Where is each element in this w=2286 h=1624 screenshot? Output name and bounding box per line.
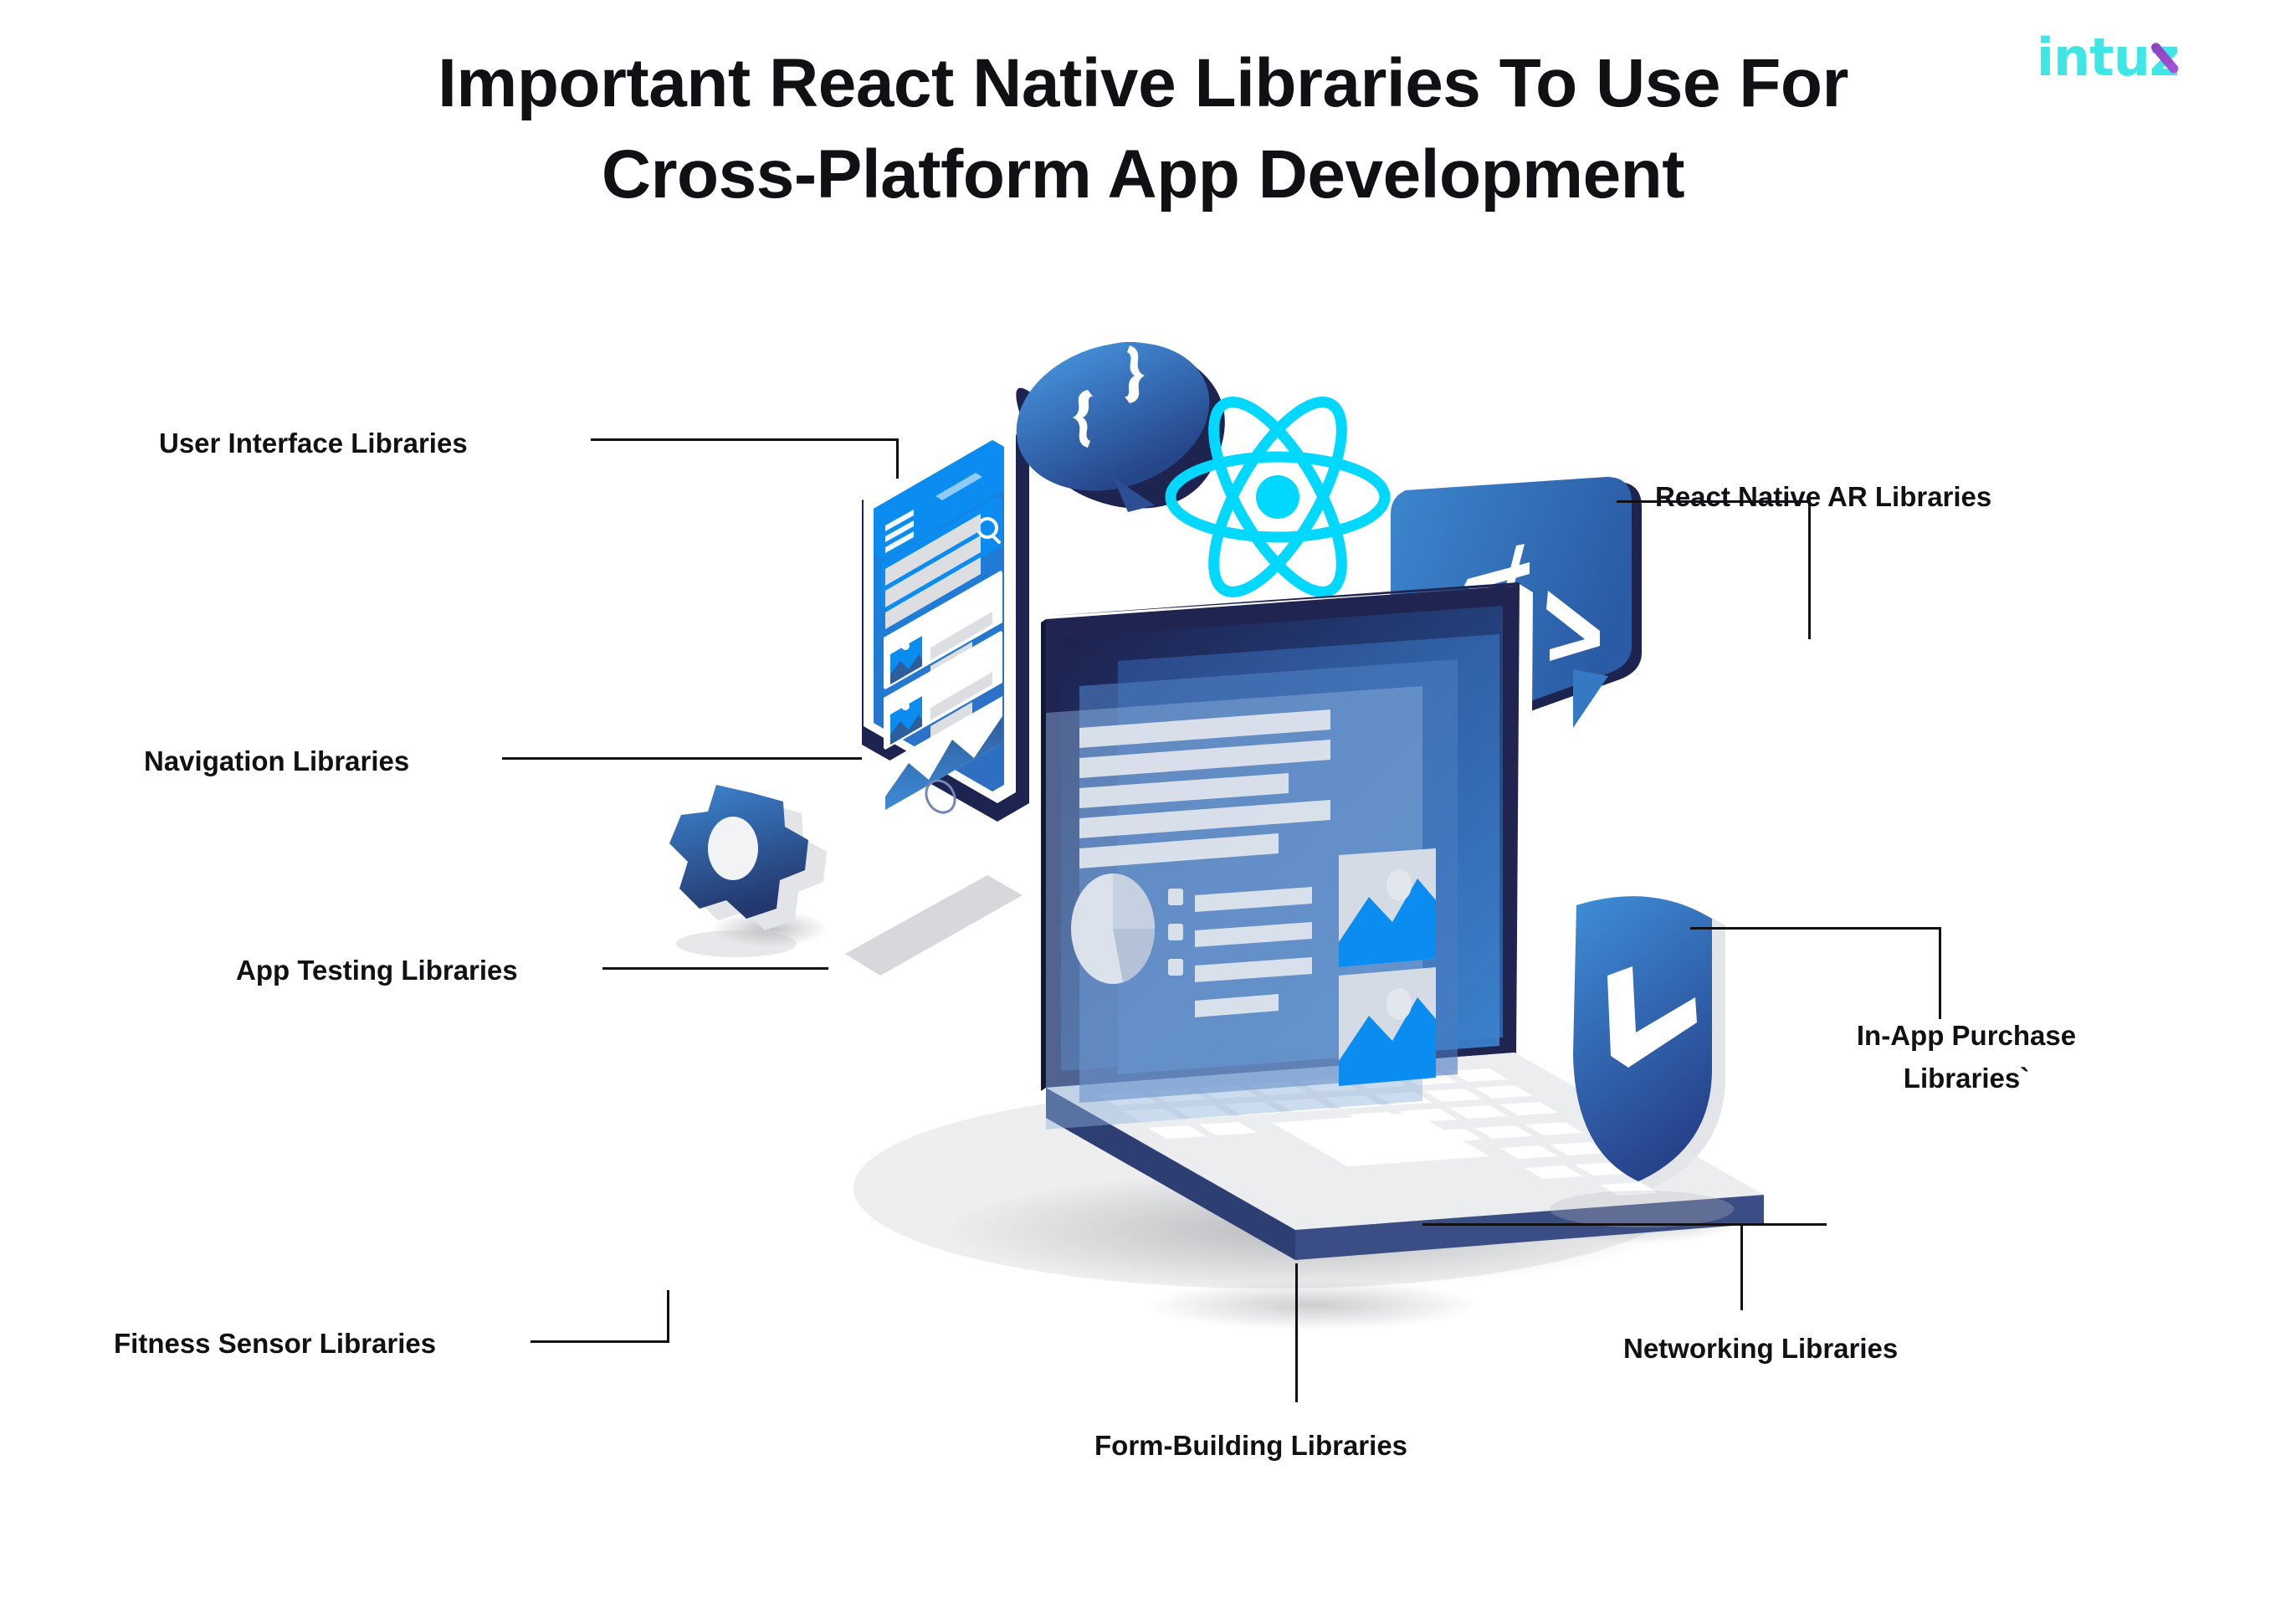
callout-fitness-sensor: Fitness Sensor Libraries xyxy=(114,1322,436,1365)
connector-app-testing-h xyxy=(602,967,828,970)
callout-fitness-sensor-label: Fitness Sensor Libraries xyxy=(114,1328,437,1359)
page-title-line-1: Important React Native Libraries To Use … xyxy=(438,45,1848,121)
callout-form-building-label: Form-Building Libraries xyxy=(1094,1430,1408,1461)
callout-in-app-purchase-label: In-App Purchase Libraries` xyxy=(1856,1020,2077,1094)
connector-user-interface-v xyxy=(896,438,899,479)
connector-ar-v xyxy=(1808,500,1811,639)
page-title-line-2: Cross-Platform App Development xyxy=(601,136,1685,213)
connector-form-building-v xyxy=(1295,1263,1298,1402)
page-title: Important React Native Libraries To Use … xyxy=(0,40,2286,219)
connector-user-interface-h xyxy=(591,438,899,441)
intuz-logo-accent-stroke xyxy=(2149,40,2181,75)
callout-app-testing: App Testing Libraries xyxy=(236,949,518,991)
smartphone-icon xyxy=(862,422,1029,822)
callout-form-building: Form-Building Libraries xyxy=(1094,1424,1407,1467)
intuz-logo-z-letter: z xyxy=(2149,32,2181,84)
connector-iap-v xyxy=(1939,927,1941,1019)
react-atom-icon xyxy=(1165,397,1391,597)
callout-networking: Networking Libraries xyxy=(1623,1327,1898,1370)
intuz-logo-text: intuz xyxy=(2037,32,2181,84)
connector-networking-v xyxy=(1740,1223,1743,1310)
shield-check-icon xyxy=(1573,896,1725,1188)
connector-ar-h xyxy=(1617,500,1811,503)
callout-react-native-ar: React Native AR Libraries xyxy=(1655,475,1991,518)
gear-icon xyxy=(669,785,827,930)
code-braces-bubble-icon xyxy=(1016,342,1225,512)
callout-user-interface: User Interface Libraries xyxy=(159,422,468,464)
connector-iap-h xyxy=(1690,927,1941,930)
callout-user-interface-label: User Interface Libraries xyxy=(159,428,468,459)
intuz-logo: intuz xyxy=(2037,32,2181,84)
callout-navigation-label: Navigation Libraries xyxy=(144,745,410,776)
connector-networking-h xyxy=(1422,1223,1827,1226)
connector-fitness-h xyxy=(530,1340,669,1343)
connector-navigation-h xyxy=(502,757,862,760)
code-tags-bubble-icon xyxy=(1391,477,1642,752)
dashboard-screen-icon xyxy=(1046,634,1499,1130)
connector-fitness-v xyxy=(667,1290,669,1342)
callout-react-native-ar-label: React Native AR Libraries xyxy=(1655,481,1992,512)
callout-navigation: Navigation Libraries xyxy=(144,740,409,782)
laptop-icon xyxy=(1041,582,1764,1260)
callout-in-app-purchase: In-App Purchase Libraries` xyxy=(1799,1014,2134,1099)
callout-app-testing-label: App Testing Libraries xyxy=(236,955,518,986)
callout-networking-label: Networking Libraries xyxy=(1623,1333,1899,1364)
